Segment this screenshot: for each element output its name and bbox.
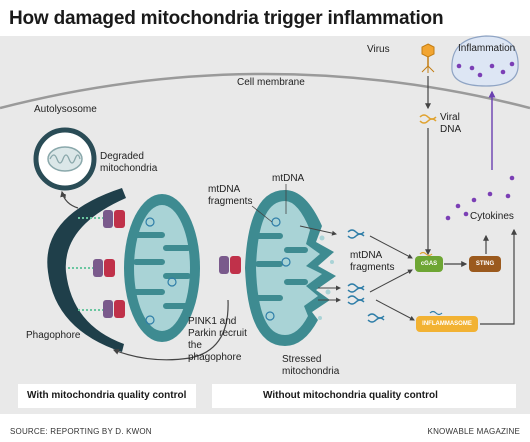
cgas-label: cGAS: [420, 261, 438, 267]
cytokine-dots: [445, 175, 515, 221]
parkin-pink1-free: [219, 256, 241, 274]
brand-footer: KNOWABLE MAGAZINE: [427, 427, 520, 436]
pink1-parkin-label: PINK1 and Parkin recruit the phagophore: [188, 316, 247, 363]
parkin-pink1-group-3: [103, 300, 125, 318]
viral-dna-label: Viral DNA: [440, 112, 462, 135]
inflammasome-label: INFLAMMASOME: [422, 321, 472, 327]
cgas-box: [415, 256, 443, 272]
phagophore-shape: [47, 188, 126, 352]
cytokines-label: Cytokines: [470, 211, 514, 222]
mtdna-fragment-3: [347, 295, 365, 305]
inflammation-label: Inflammation: [458, 43, 516, 54]
sting-box: [469, 256, 501, 272]
mtdna-fragment-2: [347, 283, 365, 293]
caption-bar-left: [18, 384, 196, 408]
virus-icon: [421, 43, 435, 73]
virus-label: Virus: [367, 44, 390, 55]
mitochondrion-stressed: [245, 190, 336, 346]
phagophore-label: Phagophore: [26, 330, 81, 341]
caption-bar-right: [212, 384, 516, 408]
parkin-pink1-group-2: [93, 259, 115, 277]
cell-membrane-label: Cell membrane: [237, 77, 305, 88]
caption-right: Without mitochondria quality control: [263, 390, 438, 401]
mtdna-fragments-label-mid: mtDNA fragments: [350, 250, 395, 273]
mtdna-fragments-label-top: mtDNA fragments: [208, 184, 253, 207]
cell-membrane-line: [0, 72, 530, 110]
autolysosome-label: Autolysosome: [34, 104, 97, 115]
mtdna-fragment-1: [347, 229, 365, 239]
caption-left: With mitochondria quality control: [27, 390, 187, 401]
page-title: How damaged mitochondria trigger inflamm…: [9, 8, 444, 29]
mitochondrion-left: [124, 194, 200, 342]
source-footer: SOURCE: REPORTING BY D. KWON: [10, 427, 152, 436]
autolysosome-icon: [33, 127, 97, 191]
degraded-mitochondria-label: Degraded mitochondria: [100, 151, 158, 174]
inflammasome-box: [416, 316, 478, 332]
inflammation-cell-icon: [451, 35, 519, 87]
mtdna-fragment-4: [367, 313, 385, 323]
parkin-pink1-group-1: [103, 210, 125, 228]
sting-label: STING: [475, 261, 495, 267]
mtdna-label: mtDNA: [272, 173, 305, 184]
viral-dna-icon: [419, 114, 437, 124]
stressed-mitochondria-label: Stressed mitochondria: [282, 354, 340, 377]
